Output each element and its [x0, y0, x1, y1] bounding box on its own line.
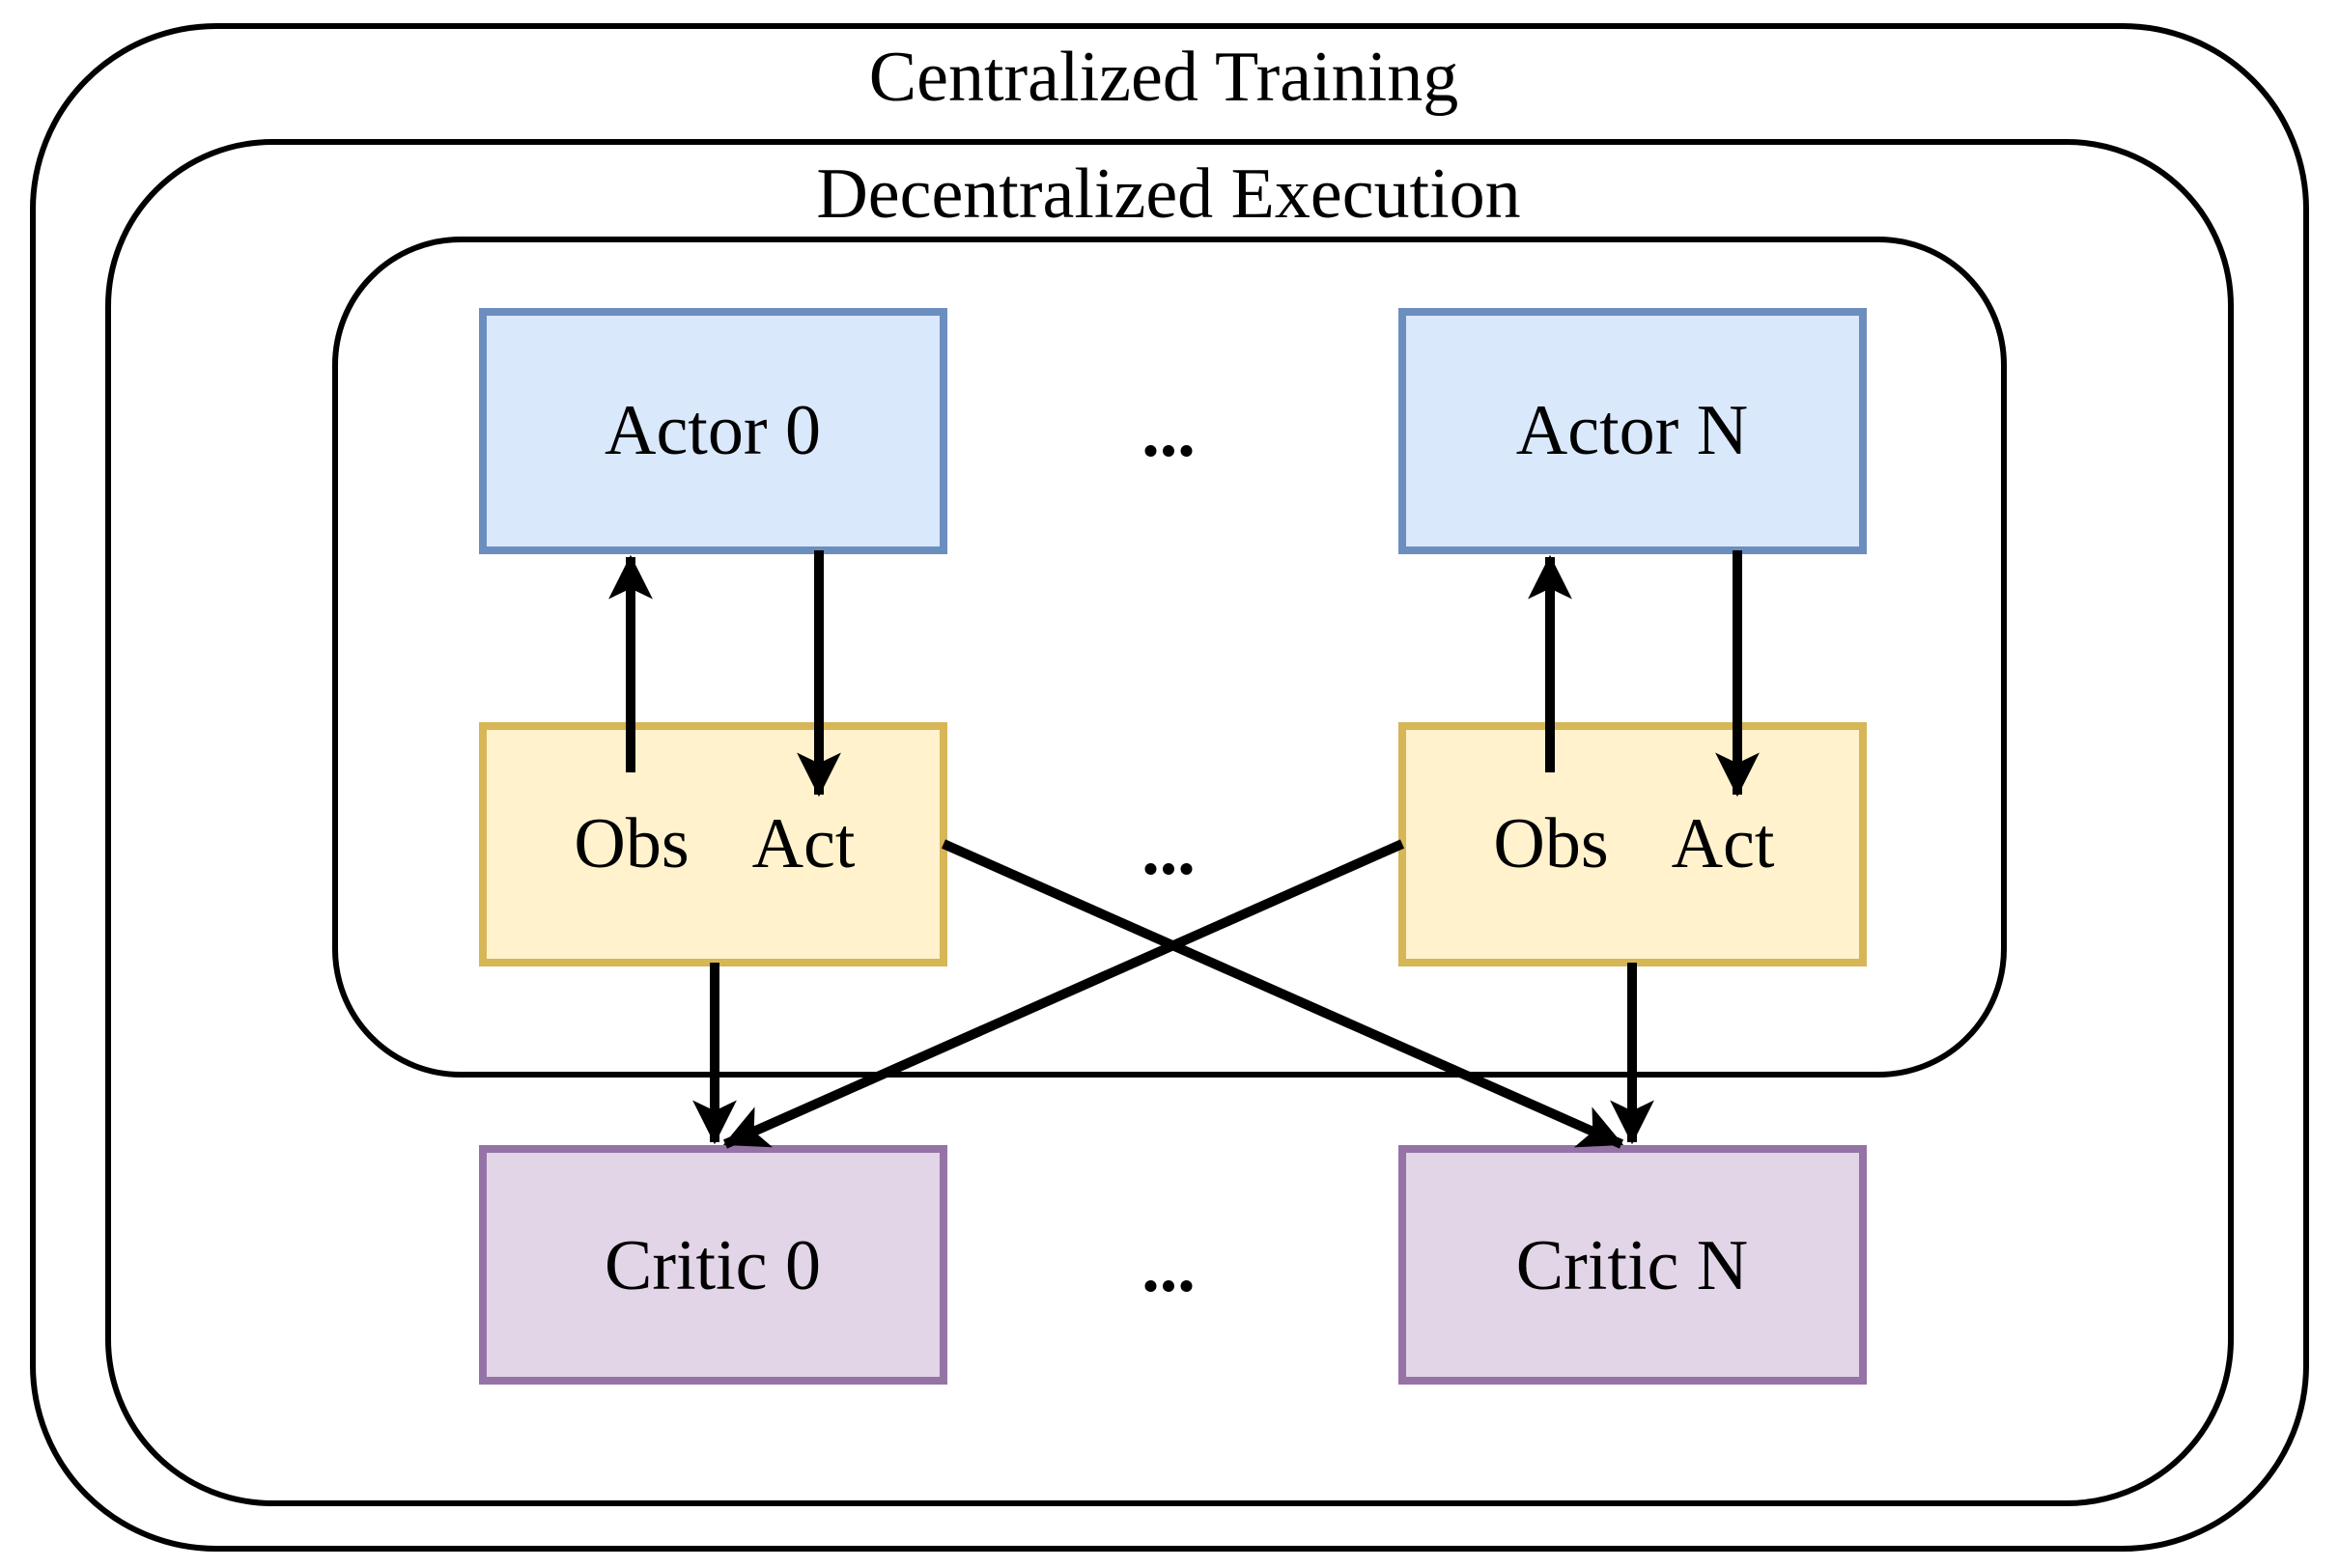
centralized-training-label: Centralized Training [869, 38, 1458, 117]
obs-n-label: Obs [1493, 804, 1608, 883]
act-0-label: Act [752, 804, 856, 883]
actor-row-ellipsis: ... [1141, 393, 1196, 472]
obsact0-to-criticN-cross-arrow [941, 839, 1624, 1149]
obsactN-to-critic0-cross-arrow [722, 839, 1405, 1149]
obs-act-0-box [479, 722, 947, 966]
act-n-label: Act [1672, 804, 1775, 883]
actor-0-label: Actor 0 [605, 391, 821, 470]
critic-n-box [1398, 1145, 1867, 1385]
decentralized-execution-label: Decentralized Execution [816, 154, 1520, 234]
critic-row-ellipsis: ... [1141, 1228, 1196, 1307]
critic-n-label: Critic N [1516, 1226, 1748, 1305]
centralized-training-boundary [30, 23, 2309, 1552]
actor-n-label: Actor N [1516, 391, 1748, 470]
actor-0-box [479, 308, 947, 554]
critic-0-label: Critic 0 [605, 1226, 821, 1305]
critic-0-box [479, 1145, 947, 1385]
obs-0-label: Obs [574, 804, 689, 883]
obs-act-n-box [1398, 722, 1867, 966]
actor-n-box [1398, 308, 1867, 554]
obs-act-row-ellipsis: ... [1141, 811, 1196, 890]
agents-boundary [332, 237, 2007, 1078]
decentralized-execution-boundary [105, 139, 2234, 1506]
